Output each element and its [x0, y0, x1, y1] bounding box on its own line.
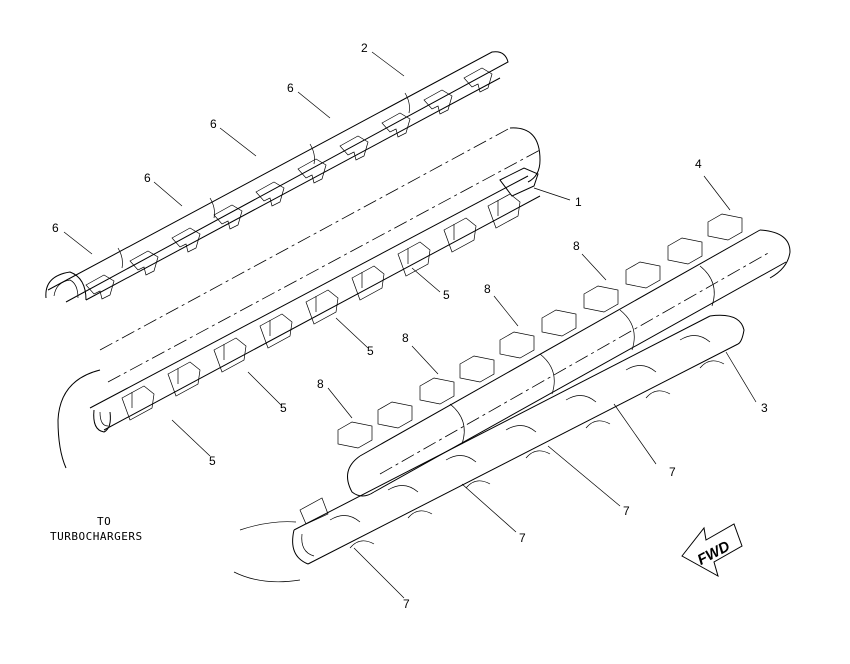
middle-clamps — [121, 193, 521, 421]
forward-direction-arrow: FWD — [681, 523, 743, 578]
leader-lines — [63, 51, 757, 599]
top-clips — [85, 67, 493, 300]
callout-7: 7 — [403, 597, 410, 611]
callout-labels: 2 6 6 6 6 1 5 5 5 5 4 8 8 8 8 3 7 7 7 7 — [52, 41, 768, 611]
middle-manifold-assembly — [57, 127, 541, 469]
callout-5: 5 — [367, 344, 374, 358]
callout-3: 3 — [761, 401, 768, 415]
note-line-2: TURBOCHARGERS — [50, 530, 143, 543]
upper-brackets — [337, 213, 743, 449]
turbocharger-note: TO TURBOCHARGERS — [50, 515, 143, 543]
callout-7: 7 — [623, 504, 630, 518]
callout-6: 6 — [52, 221, 59, 235]
top-heat-shield — [45, 51, 509, 303]
callout-7: 7 — [519, 531, 526, 545]
callout-6: 6 — [287, 81, 294, 95]
callout-5: 5 — [443, 288, 450, 302]
callout-2: 2 — [361, 41, 368, 55]
top-shield-seams — [117, 92, 410, 269]
callout-8: 8 — [484, 282, 491, 296]
callout-6: 6 — [144, 171, 151, 185]
callout-8: 8 — [402, 331, 409, 345]
callout-4: 4 — [695, 157, 702, 171]
callout-5: 5 — [280, 401, 287, 415]
callout-1: 1 — [575, 195, 582, 209]
callout-8: 8 — [317, 377, 324, 391]
callout-5: 5 — [209, 454, 216, 468]
callout-8: 8 — [573, 239, 580, 253]
callout-7: 7 — [669, 465, 676, 479]
note-line-1: TO — [97, 515, 111, 528]
lower-manifold — [233, 213, 791, 583]
lower-bearing-shells — [292, 314, 745, 565]
callout-6: 6 — [210, 117, 217, 131]
